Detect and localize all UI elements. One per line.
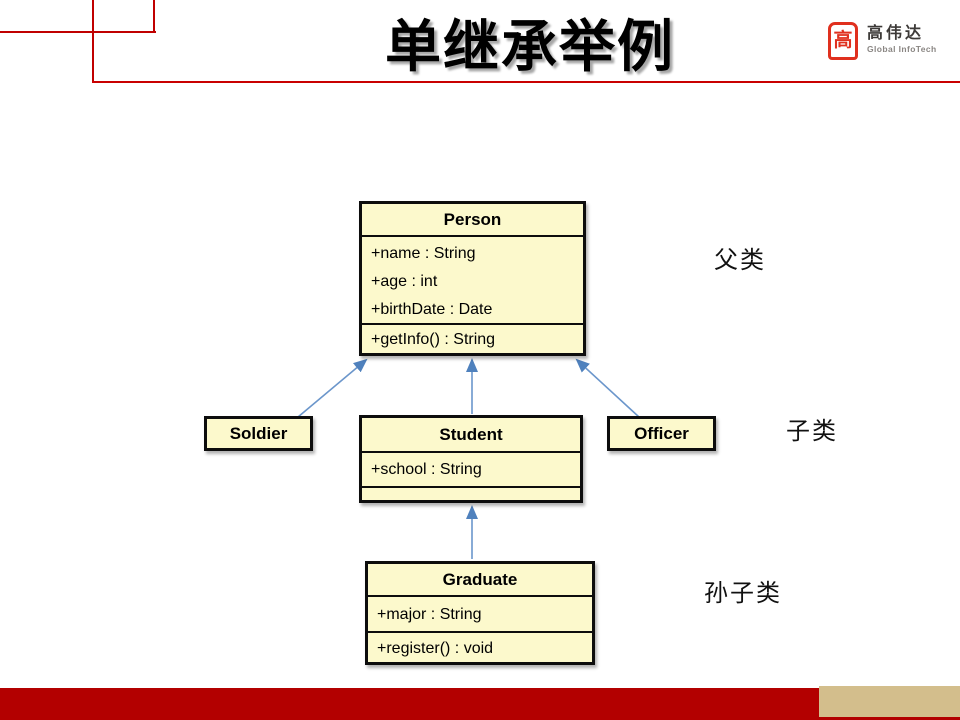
class-box-student: Student +school : String (359, 415, 583, 503)
class-attributes: +school : String (362, 451, 580, 486)
operation: +getInfo() : String (371, 331, 496, 348)
class-operations: +register() : void (368, 631, 592, 662)
class-box-graduate: Graduate +major : String +register() : v… (365, 561, 595, 665)
decor-horizontal-line (0, 31, 156, 33)
logo-brand-cn: 高伟达 (867, 25, 925, 42)
attribute: +birthDate : Date (371, 301, 493, 318)
decor-vertical-line-short (153, 0, 155, 33)
class-operations: +getInfo() : String (362, 323, 583, 353)
annotation-parent-class: 父类 (714, 247, 766, 274)
class-name: Soldier (229, 424, 288, 443)
class-box-officer: Officer (607, 416, 716, 451)
class-name: Student (439, 425, 503, 444)
class-box-person: Person +name : String +age : int +birthD… (359, 201, 586, 356)
company-logo: 高 高伟达 Global InfoTech (828, 20, 937, 60)
logo-brand-en: Global InfoTech (867, 44, 937, 54)
annotation-child-class: 子类 (786, 418, 838, 445)
logo-seal-icon: 高 (828, 22, 858, 60)
operation: +register() : void (377, 640, 494, 657)
class-name: Officer (634, 424, 689, 443)
class-attributes: +name : String +age : int +birthDate : D… (362, 235, 583, 323)
class-attributes: +major : String (368, 595, 592, 631)
class-box-soldier: Soldier (204, 416, 313, 451)
attribute: +major : String (377, 606, 482, 623)
attribute: +school : String (371, 461, 482, 478)
class-name: Graduate (442, 570, 518, 589)
footer-tan-block (819, 686, 960, 717)
class-name: Person (443, 210, 502, 229)
class-operations (362, 486, 580, 503)
decor-vertical-line (92, 0, 94, 83)
title-underline (92, 81, 960, 83)
attribute: +age : int (371, 273, 438, 290)
footer-red-bar (0, 688, 960, 720)
arrow-soldier-to-person (297, 358, 368, 418)
arrow-officer-to-person (575, 358, 640, 418)
page-title: 单继承举例 (385, 15, 675, 78)
annotation-grandchild-class: 孙子类 (704, 580, 782, 607)
attribute: +name : String (371, 245, 476, 262)
